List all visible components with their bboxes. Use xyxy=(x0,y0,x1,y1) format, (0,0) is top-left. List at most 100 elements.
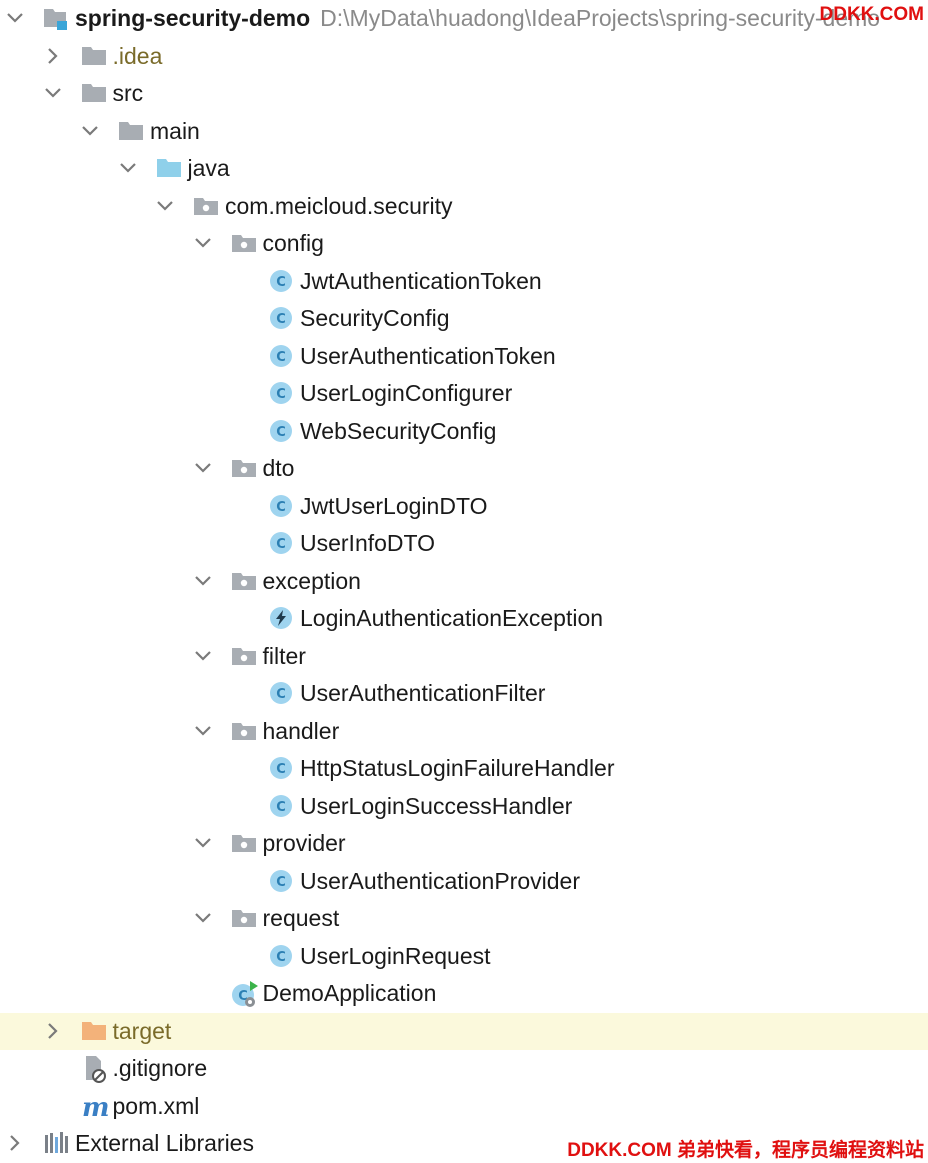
svg-text:C: C xyxy=(276,425,286,440)
svg-text:C: C xyxy=(276,537,286,552)
tree-node-label: provider xyxy=(263,825,346,863)
tree-node-idea[interactable]: .idea xyxy=(0,38,928,76)
tree-node-java[interactable]: java xyxy=(0,150,928,188)
tree-node-target[interactable]: target xyxy=(0,1012,928,1051)
chevron-right-icon[interactable] xyxy=(42,1013,66,1051)
tree-node-label: SecurityConfig xyxy=(300,300,450,338)
tree-node-main[interactable]: main xyxy=(0,113,928,151)
tree-node-label: JwtAuthenticationToken xyxy=(300,263,542,301)
tree-node-label: request xyxy=(263,900,340,938)
chevron-down-icon[interactable] xyxy=(192,713,216,751)
node-name: dto xyxy=(262,455,295,481)
tree-node-label: dto xyxy=(263,450,295,488)
node-name: JwtUserLoginDTO xyxy=(300,492,488,519)
package-icon xyxy=(192,188,222,226)
tree-node-src[interactable]: src xyxy=(0,75,928,113)
node-name: provider xyxy=(262,830,346,856)
chevron-down-icon[interactable] xyxy=(192,225,216,263)
tree-node-label: com.meicloud.security xyxy=(225,188,453,226)
tree-node-userauthenticationtoken[interactable]: C UserAuthenticationToken xyxy=(0,338,928,376)
node-name: UserLoginSuccessHandler xyxy=(300,792,573,819)
chevron-down-icon[interactable] xyxy=(192,563,216,601)
source-folder-icon xyxy=(155,150,185,188)
tree-node-demoapplication[interactable]: C DemoApplication xyxy=(0,975,928,1013)
tree-node-label: filter xyxy=(263,638,306,676)
node-name: JwtAuthenticationToken xyxy=(300,267,542,294)
tree-node-external-libraries[interactable]: External Libraries xyxy=(0,1125,928,1163)
tree-node-request[interactable]: request xyxy=(0,900,928,938)
tree-node-userloginrequest[interactable]: C UserLoginRequest xyxy=(0,938,928,976)
svg-text:C: C xyxy=(238,989,248,1004)
tree-node-filter[interactable]: filter xyxy=(0,638,928,676)
svg-text:C: C xyxy=(276,387,286,402)
class-icon: C xyxy=(267,525,297,563)
chevron-down-icon[interactable] xyxy=(192,825,216,863)
tree-node-com-meicloud-security[interactable]: com.meicloud.security xyxy=(0,188,928,226)
node-name: External Libraries xyxy=(75,1130,254,1156)
tree-node-label: DemoApplication xyxy=(263,975,437,1013)
chevron-down-icon[interactable] xyxy=(79,113,103,151)
node-name: UserInfoDTO xyxy=(300,530,436,556)
svg-text:C: C xyxy=(276,275,286,290)
class-icon: C xyxy=(267,263,297,301)
ignored-file-icon xyxy=(80,1050,110,1088)
tree-node-label: UserInfoDTO xyxy=(300,525,435,563)
tree-node-label: UserLoginRequest xyxy=(300,938,491,976)
chevron-down-icon[interactable] xyxy=(192,638,216,676)
chevron-right-icon[interactable] xyxy=(42,38,66,76)
node-name: exception xyxy=(262,567,361,594)
chevron-down-icon[interactable] xyxy=(117,150,141,188)
svg-text:C: C xyxy=(276,950,286,965)
class-icon: C xyxy=(267,863,297,901)
node-name: pom.xml xyxy=(112,1092,200,1119)
tree-node-label: HttpStatusLoginFailureHandler xyxy=(300,750,615,788)
class-icon: C xyxy=(267,375,297,413)
tree-node-provider[interactable]: provider xyxy=(0,825,928,863)
chevron-down-icon[interactable] xyxy=(192,900,216,938)
chevron-right-icon[interactable] xyxy=(4,1125,28,1163)
node-name: java xyxy=(187,155,230,181)
spring-boot-class-icon: C xyxy=(230,975,260,1013)
package-icon xyxy=(230,225,260,263)
node-name: src xyxy=(112,80,144,106)
tree-node-exception[interactable]: exception xyxy=(0,563,928,601)
node-name: main xyxy=(150,117,200,144)
tree-node-jwtauthenticationtoken[interactable]: C JwtAuthenticationToken xyxy=(0,263,928,301)
maven-icon: m xyxy=(80,1088,110,1126)
tree-node-config[interactable]: config xyxy=(0,225,928,263)
tree-node-label: config xyxy=(263,225,324,263)
node-name: handler xyxy=(262,717,340,744)
tree-node-label: .idea xyxy=(113,38,163,76)
tree-node-userinfodto[interactable]: C UserInfoDTO xyxy=(0,525,928,563)
class-icon: C xyxy=(267,750,297,788)
tree-node-gitignore[interactable]: .gitignore xyxy=(0,1050,928,1088)
chevron-down-icon[interactable] xyxy=(42,75,66,113)
tree-node-label: src xyxy=(113,75,144,113)
tree-node-label: UserAuthenticationProvider xyxy=(300,863,580,901)
tree-node-handler[interactable]: handler xyxy=(0,713,928,751)
node-name: UserAuthenticationFilter xyxy=(300,680,546,706)
tree-node-label: External Libraries xyxy=(75,1125,254,1163)
tree-node-dto[interactable]: dto xyxy=(0,450,928,488)
chevron-down-icon[interactable] xyxy=(192,450,216,488)
tree-node-label: UserAuthenticationToken xyxy=(300,338,556,376)
tree-node-label: exception xyxy=(263,563,361,601)
chevron-down-icon[interactable] xyxy=(154,188,178,226)
libraries-icon xyxy=(42,1125,72,1163)
chevron-down-icon[interactable] xyxy=(4,0,28,38)
svg-text:C: C xyxy=(276,350,286,365)
tree-node-label: java xyxy=(188,150,230,188)
tree-node-label: UserAuthenticationFilter xyxy=(300,675,545,713)
tree-node-loginauthenticationexception[interactable]: LoginAuthenticationException xyxy=(0,600,928,638)
